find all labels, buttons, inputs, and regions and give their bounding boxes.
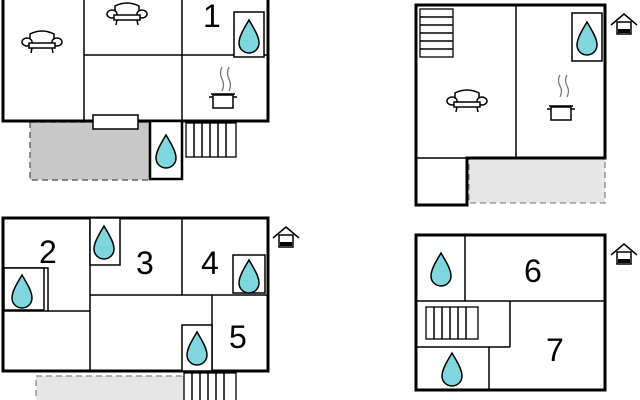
- plan-top-right: [414, 3, 638, 207]
- outer-wall: [414, 233, 607, 392]
- sofa-icon: [446, 89, 488, 113]
- house-level-icon: [610, 13, 638, 35]
- plan-bottom-right: 6 7: [414, 233, 638, 392]
- cooking-pot-icon: [546, 105, 576, 121]
- stairs-icon: [185, 122, 237, 158]
- cooking-pot-icon: [208, 93, 238, 109]
- room-number-5: 5: [229, 319, 247, 355]
- house-level-icon: [610, 243, 638, 265]
- room-number-2: 2: [39, 234, 57, 270]
- sofa-icon: [106, 2, 148, 26]
- terrace-area: [29, 121, 151, 181]
- sofa-icon: [21, 30, 63, 54]
- room-number-7: 7: [546, 332, 564, 368]
- stairs-icon: [419, 8, 454, 58]
- plan-top-left: 1: [1, 0, 270, 181]
- terrace-area: [468, 157, 606, 204]
- room-number-6: 6: [524, 253, 542, 289]
- house-level-icon: [272, 226, 300, 248]
- steam: [219, 66, 225, 92]
- plan-bottom-left: 2 3 4 5: [1, 216, 300, 400]
- water-drop-icon: [441, 352, 463, 387]
- room-number-3: 3: [136, 245, 154, 281]
- water-drop-icon: [430, 252, 452, 287]
- stairs-icon: [425, 306, 479, 340]
- steam: [557, 74, 563, 98]
- terrace-area: [35, 375, 187, 400]
- stairs-icon: [183, 372, 237, 400]
- room-number-1: 1: [203, 0, 221, 34]
- window: [92, 114, 139, 130]
- room-number-4: 4: [201, 245, 219, 281]
